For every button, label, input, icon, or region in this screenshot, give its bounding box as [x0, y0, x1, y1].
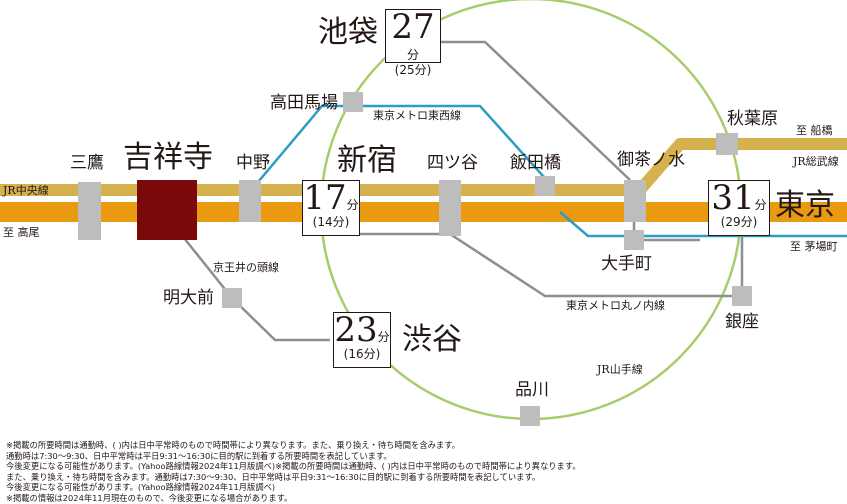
- label-takadanobaba: 高田馬場: [270, 93, 338, 113]
- keio-inokashira-line: [167, 217, 330, 342]
- label-shinjuku: 新宿: [337, 143, 397, 178]
- shibuya-offpeak: (16分): [343, 347, 381, 361]
- label-kichijoji: 吉祥寺: [123, 140, 213, 175]
- ikebukuro-minutes: 27: [391, 7, 435, 47]
- label-ochanomizu: 御茶ノ水: [617, 150, 685, 170]
- station-otemachi-box: [624, 230, 644, 250]
- label-otemachi: 大手町: [601, 254, 652, 274]
- station-akihabara-box: [716, 133, 738, 155]
- label-tozai: 東京メトロ東西線: [373, 109, 461, 122]
- footnote-line: ※掲載の所要時間は通勤時、( )内は日中平常時のもので時間帯により異なります。ま…: [6, 440, 460, 450]
- time-box-ikebukuro: 27分 (25分): [385, 7, 441, 76]
- station-meidaimae-box: [222, 288, 242, 308]
- footnote-line: 今後変更になる可能性があります。(Yahoo路線情報2024年11月版調べ): [6, 482, 276, 493]
- label-meidaimae: 明大前: [163, 288, 214, 308]
- label-shibuya: 渋谷: [402, 322, 462, 357]
- station-yotsuya-box: [439, 180, 461, 236]
- label-iidabashi: 飯田橋: [510, 153, 561, 173]
- label-to-funabashi: 至 船橋: [796, 124, 833, 137]
- label-keio-inokashira: 京王井の頭線: [213, 261, 279, 274]
- ikebukuro-unit: 分: [406, 48, 419, 62]
- tokyo-offpeak: (29分): [720, 215, 758, 229]
- label-to-takao: 至 高尾: [3, 226, 40, 239]
- sobu-line-east: [635, 138, 847, 194]
- label-mitaka: 三鷹: [70, 153, 104, 173]
- shinjuku-minutes: 17: [303, 178, 347, 218]
- station-ginza-box: [732, 286, 752, 306]
- station-iidabashi-box: [535, 176, 555, 196]
- label-ginza: 銀座: [725, 312, 759, 332]
- route-lines: [0, 0, 847, 426]
- marunouchi-south: [340, 232, 740, 298]
- footnotes: ※掲載の所要時間は通勤時、( )内は日中平常時のもので時間帯により異なります。ま…: [6, 440, 842, 504]
- label-ikebukuro: 池袋: [318, 15, 378, 50]
- label-jr-chuo: JR中央線: [3, 184, 49, 197]
- label-nakano: 中野: [236, 153, 270, 173]
- ikebukuro-offpeak: (25分): [394, 63, 432, 77]
- shibuya-unit: 分: [377, 330, 390, 344]
- label-tokyo: 東京: [775, 188, 835, 223]
- shibuya-minutes: 23: [334, 310, 378, 350]
- station-mitaka-box: [78, 182, 101, 240]
- label-yamanote: JR山手線: [597, 363, 643, 376]
- label-marunouchi: 東京メトロ丸ノ内線: [566, 299, 665, 312]
- label-akihabara: 秋葉原: [727, 109, 778, 129]
- footnote-line: 通勤時は7:30～9:30、日中平常時は平日9:31～16:30に目的駅に到着す…: [6, 450, 392, 461]
- time-box-tokyo: 31分 (29分): [708, 180, 770, 236]
- station-shinagawa-box: [520, 406, 540, 426]
- time-box-shinjuku: 17分 (14分): [302, 180, 360, 236]
- tozai-line-west: [247, 104, 553, 195]
- shinjuku-unit: 分: [346, 198, 359, 212]
- label-shinagawa: 品川: [515, 380, 549, 400]
- tokyo-minutes: 31: [711, 178, 755, 218]
- station-kichijoji-box: [137, 180, 197, 240]
- marunouchi-north: [440, 40, 631, 181]
- label-jr-sobu: JR総武線: [793, 155, 839, 168]
- tozai-line-east: [559, 211, 847, 238]
- shinjuku-offpeak: (14分): [312, 215, 350, 229]
- label-yotsuya: 四ツ谷: [427, 153, 478, 173]
- footnote-line: ※掲載の情報は2024年11月現在のもので、今後変更になる場合があります。: [6, 492, 293, 503]
- station-takadanobaba-box: [343, 92, 363, 112]
- station-nakano-box: [239, 180, 261, 222]
- station-ochanomizu-box: [624, 180, 646, 222]
- time-box-shibuya: 23分 (16分): [333, 312, 391, 368]
- footnote-line: また、乗り換え・待ち時間を含みます。通勤時は7:30～9:30、日中平常時は平日…: [6, 471, 541, 482]
- footnote-line: 今後変更になる可能性があります。(Yahoo路線情報2024年11月版調べ)※掲…: [6, 461, 581, 472]
- tokyo-unit: 分: [754, 198, 767, 212]
- label-to-kayabacho: 至 茅場町: [790, 240, 838, 253]
